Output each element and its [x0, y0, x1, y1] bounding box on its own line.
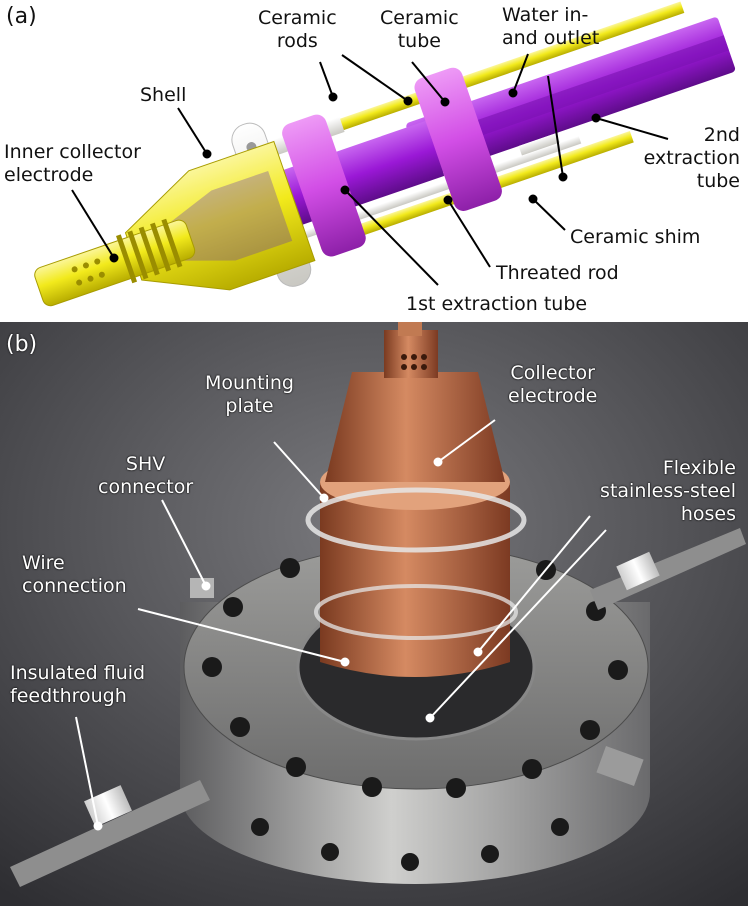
collector-body [320, 482, 510, 677]
label-ceramic-tube: Ceramic tube [380, 7, 459, 52]
cad-cutaway-drawing [34, 1, 736, 307]
label-water-in-and-outlet: Water in- and outlet [502, 4, 600, 49]
mounting-plate [305, 487, 527, 553]
water-line-upper [283, 1, 685, 150]
panel-b-tag: (b) [6, 332, 38, 357]
panel-b-photograph: (b) Mounting plate Collector electrode S… [0, 322, 748, 906]
label-insulated-fluid-feedthrough: Insulated fluid feedthrough [10, 662, 146, 707]
ceramic-tube-ring-1 [282, 114, 366, 257]
panel-b-leader-lines [75, 419, 607, 831]
label-ceramic-shim: Ceramic shim [570, 226, 701, 248]
label-wire-connection: Wire connection [22, 552, 127, 597]
label-inner-collector-electrode: Inner collector electrode [4, 141, 141, 186]
label-ceramic-rods: Ceramic rods [258, 7, 337, 52]
ceramic-tube-ring-2 [414, 67, 502, 211]
label-shell: Shell [140, 84, 187, 106]
label-flexible-stainless-steel-hoses: Flexible stainless-steel hoses [600, 457, 736, 525]
collector-tip [384, 330, 438, 378]
inner-collector-electrode [34, 219, 196, 307]
panel-a-tag: (a) [6, 4, 37, 29]
label-collector-electrode: Collector electrode [508, 362, 598, 407]
label-mounting-plate: Mounting plate [205, 372, 294, 417]
label-second-extraction-tube: 2nd extraction tube [643, 124, 740, 192]
ceramic-shim [518, 132, 560, 156]
label-first-extraction-tube: 1st extraction tube [406, 293, 588, 315]
panel-a-leader-lines [71, 53, 669, 286]
right-lower-port [596, 746, 644, 786]
label-threated-rod: Threated rod [496, 262, 619, 284]
right-feedthrough [590, 528, 746, 610]
collector-electrode [325, 372, 505, 482]
photo-recreation [0, 322, 748, 906]
label-shv-connector: SHV connector [98, 453, 194, 498]
panel-a-cad-cutaway: (a) Ceramic rods Ceramic tube Water in- … [0, 0, 748, 322]
flange-bolt-holes [202, 558, 628, 871]
